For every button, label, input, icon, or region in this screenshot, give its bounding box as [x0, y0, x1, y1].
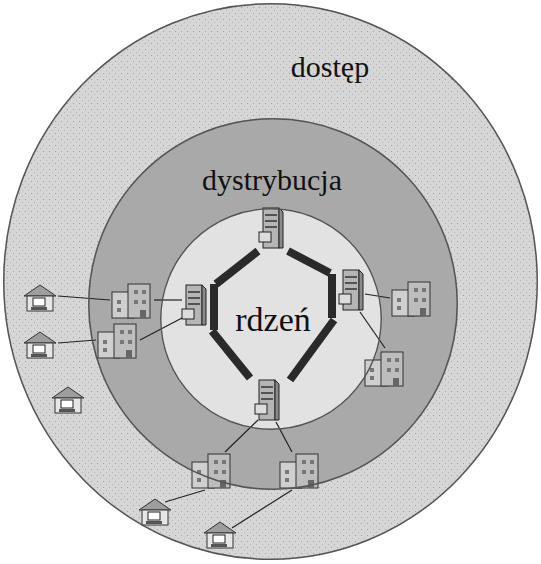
connection-lines-part — [154, 299, 182, 300]
core-links-part — [328, 274, 336, 318]
connection-lines-part — [58, 296, 110, 300]
core-servers-part — [259, 208, 283, 248]
core-links-part — [212, 331, 250, 378]
distribution-buildings-part — [280, 454, 318, 488]
access-houses-part — [204, 522, 236, 548]
access-ring-fill — [3, 3, 538, 560]
distribution-buildings-part — [392, 282, 430, 316]
connection-lines — [58, 294, 390, 528]
access-ring: dostęp dystrybucja rdzeń — [3, 3, 538, 560]
access-houses-part — [24, 285, 56, 311]
ring-label: dostęp — [291, 50, 369, 85]
core-servers-part — [255, 380, 279, 420]
distribution-ring-fill — [88, 118, 458, 490]
distribution-ring-border — [89, 119, 458, 490]
core-links-part — [210, 284, 218, 330]
connection-lines-part — [232, 490, 292, 528]
core-links — [212, 251, 334, 380]
access-houses-part — [24, 332, 56, 358]
connection-lines-part — [276, 422, 292, 452]
distribution-buildings-part — [98, 324, 136, 358]
access-houses-part — [52, 387, 84, 413]
ring-label: rdzeń — [235, 300, 311, 339]
distribution-buildings-part — [112, 284, 150, 318]
core-links-part — [288, 251, 330, 273]
core-servers-part — [182, 285, 206, 325]
access-ring-border — [4, 4, 538, 560]
core-circle: rdzeń — [160, 208, 382, 430]
ring-label: dystrybucja — [202, 163, 342, 198]
distribution-buildings — [98, 282, 430, 488]
access-houses-part — [139, 499, 171, 525]
core-links-part — [216, 251, 258, 284]
distribution-buildings-part — [365, 352, 403, 386]
access-houses — [24, 285, 236, 548]
connection-lines-part — [58, 340, 96, 343]
connection-lines-part — [365, 294, 390, 298]
core-circle-fill — [160, 208, 382, 430]
core-circle-border — [161, 209, 382, 430]
connection-lines-part — [165, 490, 205, 502]
core-servers-part — [339, 270, 363, 310]
access-ring-outline — [3, 3, 538, 560]
distribution-ring: dystrybucja rdzeń — [88, 118, 458, 490]
ring-texture — [3, 3, 538, 560]
core-servers — [182, 208, 363, 420]
